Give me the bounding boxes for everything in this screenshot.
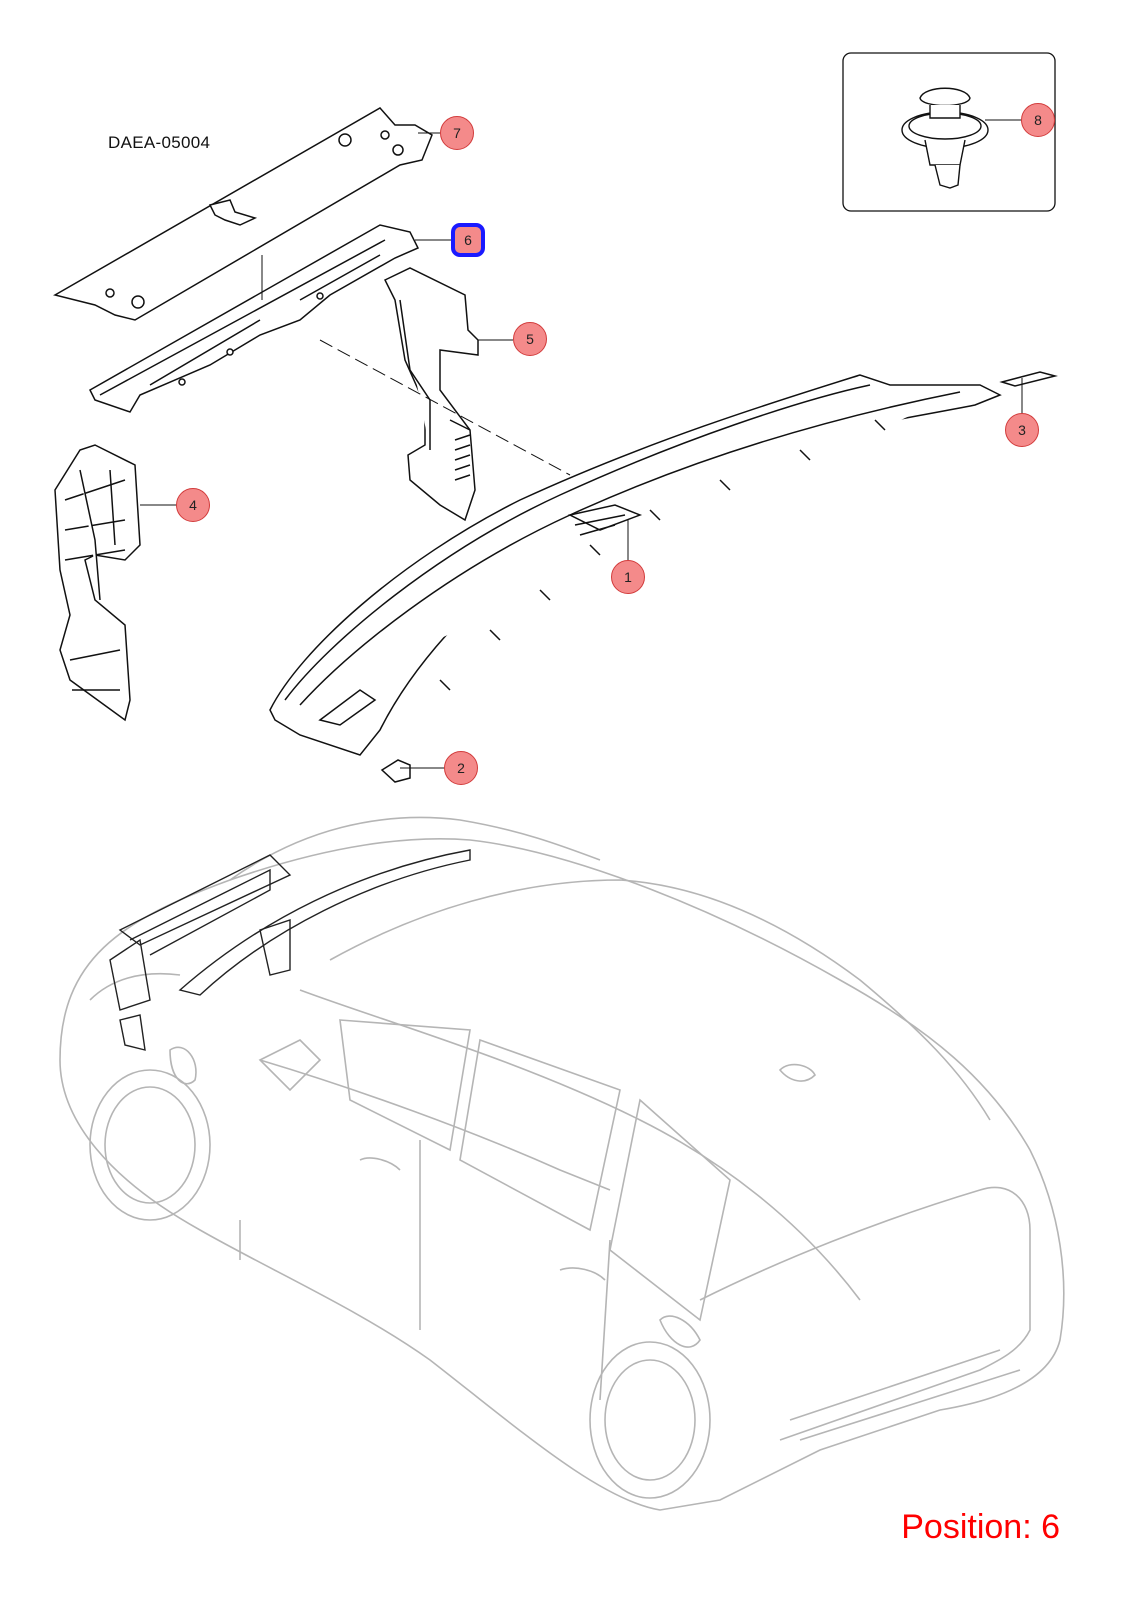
part-6-bracket [89,224,420,413]
callout-8[interactable]: 8 [1021,103,1055,137]
position-label: Position: 6 [901,1508,1060,1546]
part-8-clip [901,87,989,189]
car-outline [59,816,1065,1511]
part-4-bracket [54,444,141,722]
part-3-bracket [999,371,1058,387]
part-2-clip [380,759,411,783]
callout-3[interactable]: 3 [1005,413,1039,447]
car-installed-parts [109,849,471,1051]
callout-2[interactable]: 2 [444,751,478,785]
part-5-duct [383,267,479,522]
assembly-dash-line [319,339,571,476]
callout-6[interactable]: 6 [451,223,485,257]
callout-4[interactable]: 4 [176,488,210,522]
part-1-cowl [269,374,1002,756]
leader-lines [140,119,1023,769]
callout-7[interactable]: 7 [440,116,474,150]
diagram-code: DAEA-05004 [108,133,211,152]
part-7-panel [53,107,433,321]
callout-5[interactable]: 5 [513,322,547,356]
callout-1[interactable]: 1 [611,560,645,594]
